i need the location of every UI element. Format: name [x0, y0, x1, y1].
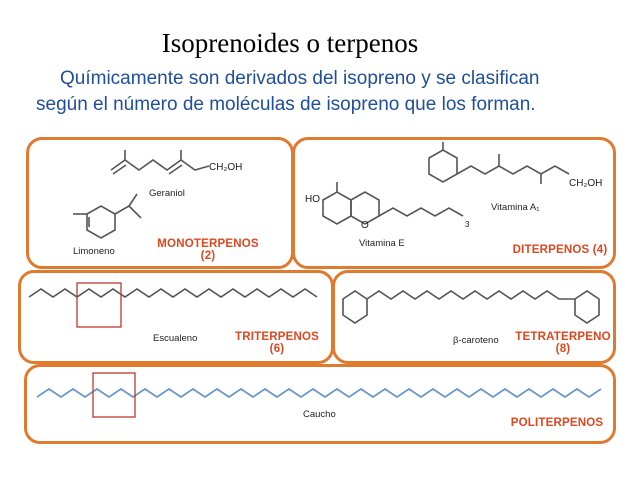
page-subtitle: Químicamente son derivados del isopreno …: [36, 66, 616, 118]
vitamina-e-label: Vitamina E: [359, 238, 405, 249]
caucho-label: Caucho: [303, 409, 336, 420]
escualeno-label: Escualeno: [153, 333, 198, 344]
vitamina-e-oxygen: O: [361, 220, 369, 231]
monoterpenos-panel: CH₂OH Geraniol Limoneno MONOTERPENOS (2): [26, 137, 294, 269]
geraniol-label: Geraniol: [149, 188, 185, 199]
monoterpenos-label-name: MONOTERPENOS: [157, 238, 259, 250]
subtitle-line-2: según el número de moléculas de isopreno…: [36, 94, 536, 115]
geraniol-structure: [110, 150, 210, 175]
limoneno-label: Limoneno: [73, 246, 115, 257]
tetraterpeno-label-name: TETRATERPENO: [515, 331, 611, 343]
tetraterpeno-panel: β-caroteno TETRATERPENO (8): [332, 270, 616, 364]
vitamina-a-group: CH₂OH: [569, 178, 603, 189]
vitamina-e-subscript: 3: [465, 220, 470, 229]
vitamina-a-structure: [428, 142, 570, 184]
politerpenos-label: POLITERPENOS: [510, 417, 604, 429]
beta-caroteno-label: β-caroteno: [453, 335, 499, 346]
escualeno-structure: [28, 282, 318, 328]
beta-caroteno-structure: [342, 290, 600, 324]
vitamina-e-ho: HO: [305, 194, 320, 205]
triterpenos-label-name: TRITERPENOS: [235, 331, 319, 343]
tetraterpeno-label: TETRATERPENO (8): [511, 331, 615, 355]
diterpenos-panel: CH₂OH Vitamina A₁ HO O 3 Vitamina E DITE…: [292, 137, 616, 269]
vitamina-a-label: Vitamina A₁: [491, 202, 540, 213]
subtitle-line-1: Químicamente son derivados del isopreno …: [60, 68, 540, 89]
diterpenos-label: DITERPENOS (4): [512, 244, 608, 256]
triterpenos-label: TRITERPENOS (6): [227, 331, 327, 355]
page-title: Isoprenoides o terpenos: [161, 28, 419, 58]
monoterpenos-label: MONOTERPENOS (2): [153, 238, 263, 262]
caucho-structure: [36, 372, 602, 418]
politerpenos-panel: Caucho POLITERPENOS: [24, 364, 616, 444]
limoneno-structure: [73, 193, 142, 239]
triterpenos-label-count: (6): [269, 343, 285, 355]
triterpenos-panel: Escualeno TRITERPENOS (6): [18, 270, 334, 364]
monoterpenos-label-count: (2): [200, 250, 216, 262]
tetraterpeno-label-count: (8): [555, 343, 571, 355]
vitamina-e-structure: [322, 182, 464, 225]
geraniol-group: CH₂OH: [209, 162, 243, 173]
